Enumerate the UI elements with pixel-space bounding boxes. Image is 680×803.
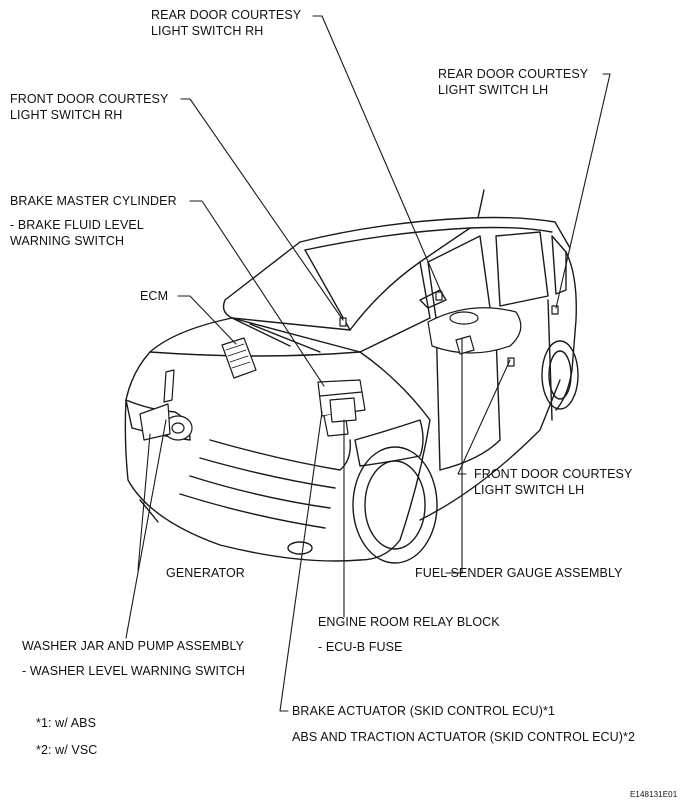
- label-front-door-lh-line2: LIGHT SWITCH LH: [474, 483, 585, 497]
- label-rear-door-rh-line1: REAR DOOR COURTESY: [151, 8, 302, 22]
- label-fuel-sender-gauge: FUEL SENDER GAUGE ASSEMBLY: [415, 566, 623, 580]
- leader-lines: [125, 15, 611, 712]
- figure-code: E148131E01: [630, 790, 678, 799]
- label-front-door-rh-line2: LIGHT SWITCH RH: [10, 108, 123, 122]
- label-rear-door-lh-line2: LIGHT SWITCH LH: [438, 83, 549, 97]
- label-washer-level-switch: - WASHER LEVEL WARNING SWITCH: [22, 664, 246, 678]
- label-abs-traction-actuator: ABS AND TRACTION ACTUATOR (SKID CONTROL …: [292, 730, 636, 744]
- front-door-rh-switch: [339, 317, 347, 327]
- label-engine-room-relay-block: ENGINE ROOM RELAY BLOCK: [318, 615, 500, 629]
- label-ecm: ECM: [140, 289, 169, 303]
- components: [139, 291, 559, 441]
- car-body: [124, 189, 579, 564]
- label-generator: GENERATOR: [166, 566, 245, 580]
- washer-jar-unit: [139, 369, 175, 441]
- label-front-door-rh-line1: FRONT DOOR COURTESY: [10, 92, 169, 106]
- rear-door-lh-switch: [551, 305, 559, 315]
- label-brake-fluid-level-line1: - BRAKE FLUID LEVEL: [10, 218, 144, 232]
- label-brake-fluid-level-line2: WARNING SWITCH: [10, 234, 125, 248]
- label-front-door-lh-line1: FRONT DOOR COURTESY: [474, 467, 633, 481]
- ecm-unit: [221, 337, 257, 379]
- relay-block-shape: [329, 397, 357, 423]
- footnote-1: *1: w/ ABS: [36, 716, 97, 730]
- fuel-tank-unit: [427, 307, 522, 355]
- front-door-lh-switch: [507, 357, 515, 367]
- label-brake-master-cylinder: BRAKE MASTER CYLINDER: [10, 194, 177, 208]
- footnote-2: *2: w/ VSC: [36, 743, 98, 757]
- label-rear-door-rh-line2: LIGHT SWITCH RH: [151, 24, 264, 38]
- label-brake-actuator: BRAKE ACTUATOR (SKID CONTROL ECU)*1: [292, 704, 556, 718]
- label-washer-jar-pump: WASHER JAR AND PUMP ASSEMBLY: [22, 639, 245, 653]
- rear-door-rh-switch: [435, 291, 443, 301]
- label-ecu-b-fuse: - ECU-B FUSE: [318, 640, 403, 654]
- label-rear-door-lh-line1: REAR DOOR COURTESY: [438, 67, 589, 81]
